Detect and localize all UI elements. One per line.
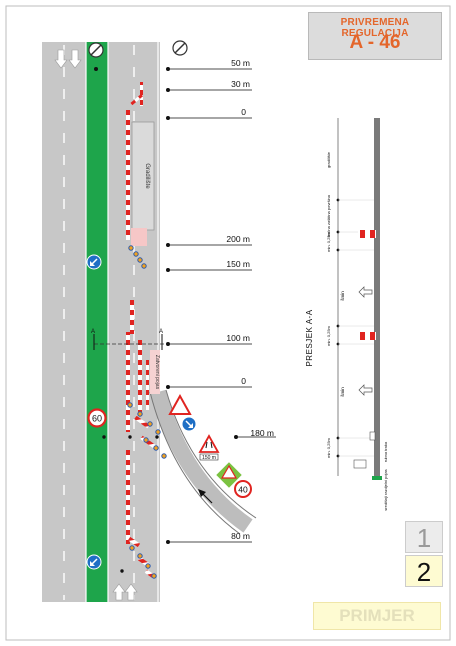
distance-callout-30m: 30 m	[166, 79, 252, 92]
distance-label: 180 m	[250, 428, 274, 438]
section-label-rubna: rubna traka	[383, 441, 388, 462]
section-title: PRESJEK A-A	[305, 309, 314, 366]
distance-callout-0a: 0	[166, 107, 252, 120]
closed-shoulder	[150, 350, 160, 394]
distance-callout-150m: 150 m	[166, 259, 252, 272]
section-label-min-b: min. 0,25m	[326, 325, 331, 345]
barrier-line	[134, 415, 150, 429]
section-label-min-a: min. 0,25m	[326, 231, 331, 251]
section-label-razdjelni: središnji razdjelni pojas	[383, 469, 388, 510]
distance-label: 30 m	[231, 79, 250, 89]
distance-label: 150 m	[226, 259, 250, 269]
speed-limit-40-value: 40	[238, 485, 248, 495]
section-label-min-c: min. 0,25m	[326, 437, 331, 457]
keep-left-sign	[86, 254, 102, 270]
roadworks-panel-sign	[216, 462, 242, 488]
speed-limit-60-value: 60	[92, 414, 102, 424]
speed-limit-60-sign: 60	[87, 408, 107, 428]
section-label-gradiliste: gradilište	[326, 151, 331, 168]
sheet-frame	[5, 5, 451, 641]
barrier-line	[130, 93, 144, 106]
work-zone-label: Gradilište	[144, 163, 150, 189]
example-stamp: PRIMJER	[313, 602, 441, 630]
distance-label: 0	[241, 107, 246, 117]
distance-callout-180m: 180 m	[234, 428, 276, 439]
section-lane-arrow	[358, 286, 373, 298]
lane-arrows-top	[54, 49, 82, 69]
distance-callout-0b: 0	[166, 376, 252, 389]
section-road-surface	[374, 118, 380, 480]
section-edge-post	[369, 431, 376, 441]
road-narrowing-sign: 150 m	[198, 434, 220, 461]
barrier-line	[126, 450, 130, 544]
section-lane-arrow	[358, 384, 373, 396]
section-median-strip	[372, 476, 382, 480]
section-barrier	[358, 332, 376, 340]
distance-label: 0	[241, 376, 246, 386]
end-of-restrictions-sign	[88, 42, 104, 71]
speed-limit-40-sign: 40	[234, 480, 252, 498]
distance-label: 80 m	[231, 531, 250, 541]
distance-callout-200m: 200 m	[166, 234, 252, 247]
section-grid-lines	[338, 199, 374, 457]
ramp-direction-arrow-head	[198, 489, 206, 497]
left-carriageway	[42, 42, 86, 602]
exit-ramp	[150, 389, 253, 533]
page-number-2[interactable]: 2	[405, 555, 443, 587]
barrier-line	[126, 332, 130, 432]
section-label-bocna: bočna zaštitna površina	[326, 194, 331, 237]
road-plan: Gradilište Zatvoreni pojas	[42, 40, 257, 602]
barrier-line	[130, 300, 134, 334]
distance-callout-100m: 100 m	[166, 333, 252, 346]
barrier-line	[127, 536, 141, 548]
title-block: PRIVREMENA REGULACIJA A - 46	[308, 12, 442, 60]
warning-lights	[127, 245, 167, 579]
section-marker-right: A	[159, 329, 163, 335]
closed-lane-label: Zatvoreni pojas	[154, 355, 160, 390]
section-line-a: A A	[91, 329, 164, 350]
distance-callouts: 50 m 30 m 0 200 m 150 m 100 m	[166, 58, 276, 544]
distance-label: 100 m	[226, 333, 250, 343]
distance-label: 50 m	[231, 58, 250, 68]
title-code: A - 46	[349, 32, 401, 53]
keep-left-sign	[86, 554, 102, 570]
work-zone-start	[131, 228, 147, 246]
central-median	[86, 42, 108, 602]
barrier-line	[126, 110, 130, 240]
barrier-line	[140, 82, 143, 106]
exit-ramp-edge	[149, 391, 241, 535]
section-barrier	[358, 230, 376, 238]
reference-dots	[102, 435, 159, 573]
barrier-line	[138, 340, 142, 412]
section-barrier-base	[353, 459, 367, 469]
section-label-lane-a: šmin	[340, 291, 345, 301]
keep-left-sign	[181, 416, 197, 432]
end-of-restrictions-sign	[172, 40, 188, 56]
distance-callout-50m: 50 m	[166, 58, 252, 71]
cross-section: PRESJEK A-A gradilište bočna zaštitna po…	[305, 118, 388, 511]
lane-arrows-bottom	[112, 583, 138, 601]
page-number-1[interactable]: 1	[405, 521, 443, 553]
barrier-line	[146, 360, 149, 410]
section-marker-left: A	[91, 329, 95, 335]
section-label-lane-b: šmin	[340, 387, 345, 397]
distance-label: 200 m	[226, 234, 250, 244]
distance-plate: 150 m	[202, 455, 216, 461]
title-heading: PRIVREMENA REGULACIJA	[340, 17, 410, 39]
warning-triangle-sign	[168, 393, 192, 415]
distance-callout-80m: 80 m	[166, 531, 252, 544]
